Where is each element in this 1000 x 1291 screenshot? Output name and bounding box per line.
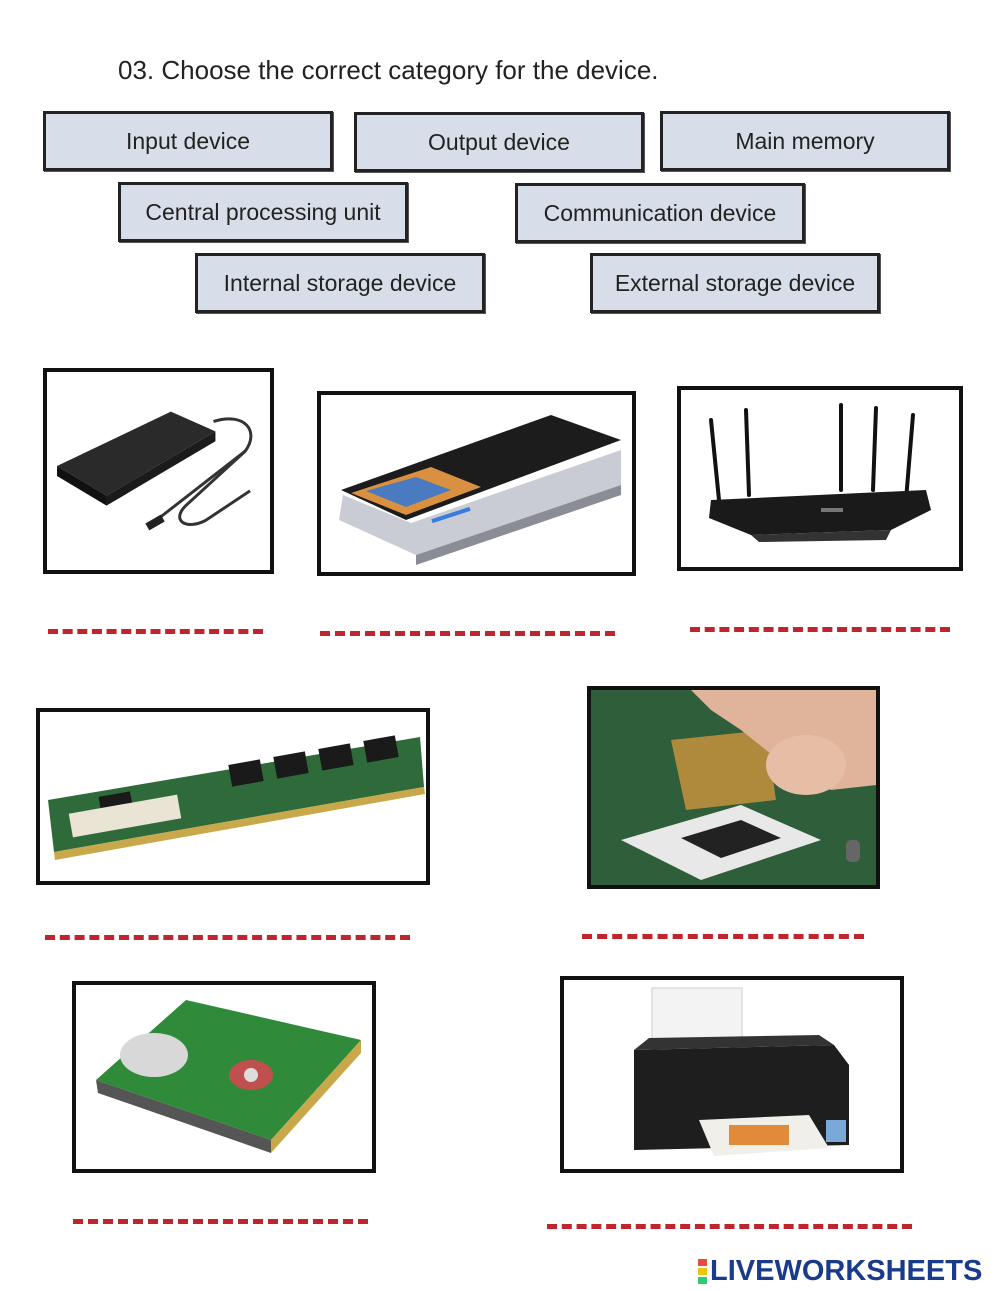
answer-blank-6[interactable]: [73, 1219, 368, 1224]
printer-icon: [634, 987, 849, 1156]
answer-blank-3[interactable]: [690, 627, 950, 632]
category-external-storage-device[interactable]: External storage device: [590, 253, 880, 313]
category-internal-storage-device[interactable]: Internal storage device: [195, 253, 485, 313]
external-hard-drive-image: [43, 368, 274, 574]
cpu-socket-image: [587, 686, 880, 889]
router-icon: [709, 403, 931, 542]
logo-mark-icon: [698, 1258, 707, 1285]
inkjet-printer-image: [560, 976, 904, 1173]
answer-blank-1[interactable]: [48, 629, 263, 634]
category-output-device[interactable]: Output device: [354, 112, 644, 172]
category-input-device[interactable]: Input device: [43, 111, 333, 171]
scanner-icon: [339, 415, 621, 565]
flatbed-scanner-image: [317, 391, 636, 576]
answer-blank-2[interactable]: [320, 631, 615, 636]
category-communication-device[interactable]: Communication device: [515, 183, 805, 243]
answer-blank-7[interactable]: [547, 1224, 912, 1229]
answer-blank-4[interactable]: [45, 935, 410, 940]
ram-icon: [48, 735, 425, 860]
external-hard-drive-icon: [57, 411, 253, 531]
ram-module-image: [36, 708, 430, 885]
hard-disk-drive-image: [72, 981, 376, 1173]
category-main-memory[interactable]: Main memory: [660, 111, 950, 171]
category-central-processing-unit[interactable]: Central processing unit: [118, 182, 408, 242]
logo-text: LIVEWORKSHEETS: [710, 1255, 983, 1287]
cpu-icon: [591, 690, 876, 885]
question-title: 03. Choose the correct category for the …: [118, 55, 659, 85]
wifi-router-image: [677, 386, 963, 571]
liveworksheets-logo: LIVEWORKSHEETS: [698, 1255, 982, 1288]
answer-blank-5[interactable]: [582, 934, 864, 939]
hdd-icon: [96, 1000, 361, 1153]
